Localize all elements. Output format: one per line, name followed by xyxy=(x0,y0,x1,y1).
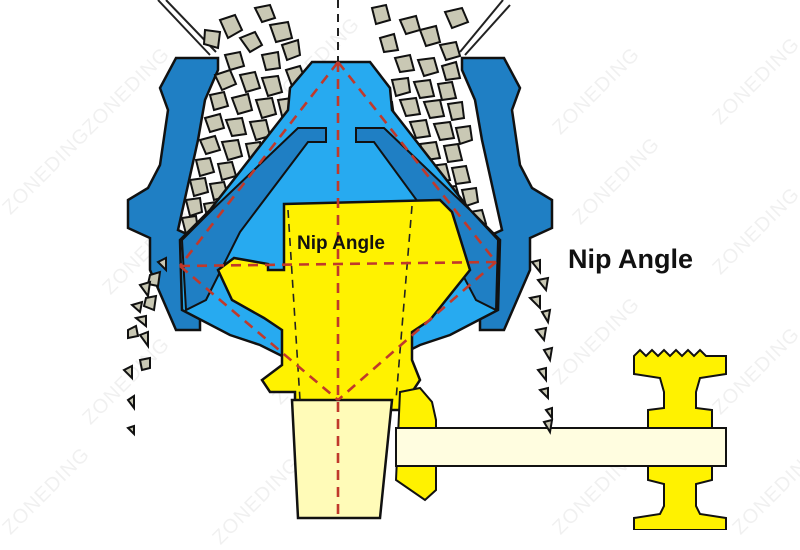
nip-angle-lines xyxy=(178,61,498,518)
main-shaft-head xyxy=(216,198,472,412)
eccentric-bushing xyxy=(290,398,394,520)
shaft-guide-left xyxy=(287,209,301,401)
nip-angle-label-inner: Nip Angle xyxy=(297,233,385,254)
countershaft xyxy=(395,427,727,467)
feed-chute-left xyxy=(157,0,217,56)
shaft-guide-right xyxy=(395,205,413,401)
discharge-stones xyxy=(122,256,554,437)
nip-angle-label-outer: Nip Angle xyxy=(568,244,693,274)
pinion-gear-lower xyxy=(633,465,727,530)
feed-chute-right xyxy=(459,0,511,56)
pinion-gear xyxy=(633,348,727,429)
cone-crusher-diagram xyxy=(122,0,727,530)
